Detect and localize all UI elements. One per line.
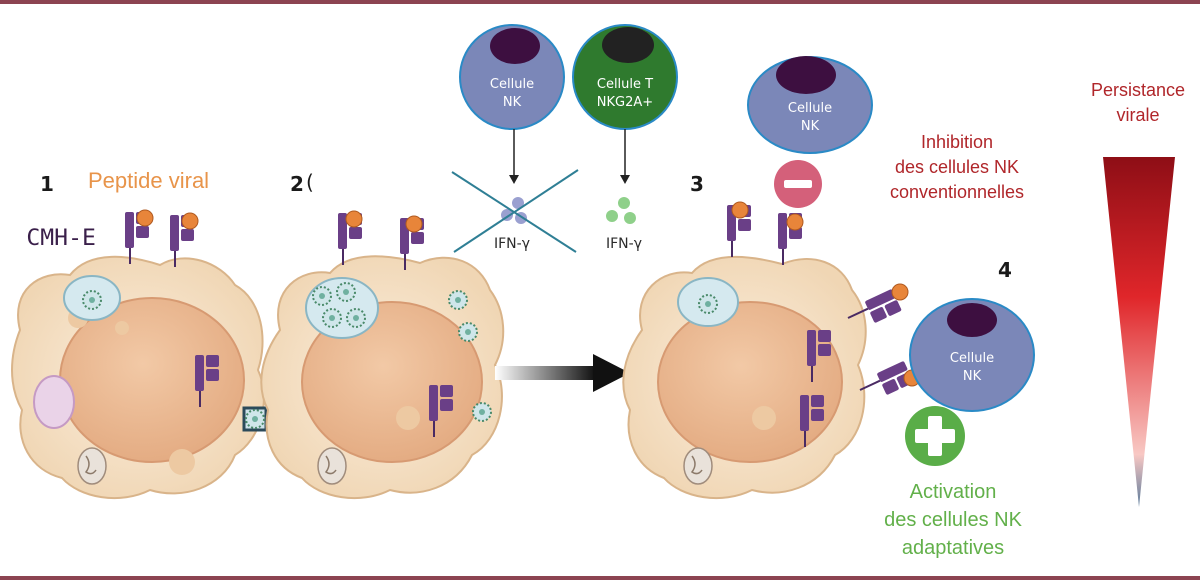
step-1-number: 1 <box>40 172 54 196</box>
step-2-tail: ( <box>306 170 314 194</box>
peptide-viral-label: Peptide viral <box>88 168 210 193</box>
t-cell-nkg2a <box>572 24 678 130</box>
nk-inhib-line1: Cellule <box>787 101 833 116</box>
progression-arrow <box>495 354 630 392</box>
step-4-number: 4 <box>998 258 1012 282</box>
persistance-caption: Persistance virale <box>1076 78 1200 128</box>
nk-top-label: Cellule NK <box>472 76 552 112</box>
t-cell-line1: Cellule T <box>596 77 654 92</box>
persistance-line1: Persistance <box>1090 80 1186 100</box>
nk-top-line2: NK <box>502 95 522 110</box>
nk-inhib-line2: NK <box>800 119 820 134</box>
activation-line2: des cellules NK <box>884 509 1022 531</box>
ifn-blocked <box>451 169 579 253</box>
mhc-receptor-3e <box>847 289 902 323</box>
inhibition-line1: Inhibition <box>920 132 994 152</box>
peptide-3e <box>891 283 909 301</box>
nk-inhib-label: Cellule NK <box>770 100 850 136</box>
activation-line3: adaptatives <box>901 537 1005 559</box>
ifn-gamma-right: IFN-γ <box>606 236 642 252</box>
infected-cell-1 <box>11 255 265 500</box>
bottom-rule <box>0 576 1200 580</box>
peptide-2a <box>345 210 363 228</box>
persistance-line2: virale <box>1116 105 1160 125</box>
nk-cell-inhibited <box>747 56 873 154</box>
activation-caption: Activation des cellules NK adaptatives <box>858 478 1048 562</box>
infected-cell-3 <box>622 255 867 500</box>
ifn-released <box>606 197 636 224</box>
nk-cell-active <box>909 298 1035 412</box>
inhibition-line2: des cellules NK <box>894 157 1020 177</box>
cmh-e-label: CMH-E <box>26 226 96 251</box>
activation-icon <box>905 406 965 466</box>
infected-cell-2 <box>260 255 505 500</box>
inhibition-line3: conventionnelles <box>889 182 1025 202</box>
nk-active-label: Cellule NK <box>932 350 1012 386</box>
peptide-3a <box>731 201 749 219</box>
nk-top-line1: Cellule <box>489 77 535 92</box>
cell-junction <box>242 406 268 432</box>
nk-active-line1: Cellule <box>949 351 995 366</box>
nk-cell-top <box>459 24 565 130</box>
peptide-1a <box>136 209 154 227</box>
activation-line1: Activation <box>909 481 997 503</box>
step-3-number: 3 <box>690 172 704 196</box>
peptide-1b <box>181 212 199 230</box>
t-cell-line2: NKG2A+ <box>596 95 654 110</box>
peptide-3b <box>786 213 804 231</box>
step-2-number: 2 <box>290 172 304 196</box>
persistance-gradient-triangle <box>1103 157 1175 507</box>
inhibition-caption: Inhibition des cellules NK conventionnel… <box>872 130 1042 205</box>
peptide-2b <box>405 215 423 233</box>
inhibition-icon <box>774 160 822 208</box>
ifn-gamma-left: IFN-γ <box>494 236 530 252</box>
t-cell-label: Cellule T NKG2A+ <box>580 76 670 112</box>
top-rule <box>0 0 1200 4</box>
nk-active-line2: NK <box>962 369 982 384</box>
